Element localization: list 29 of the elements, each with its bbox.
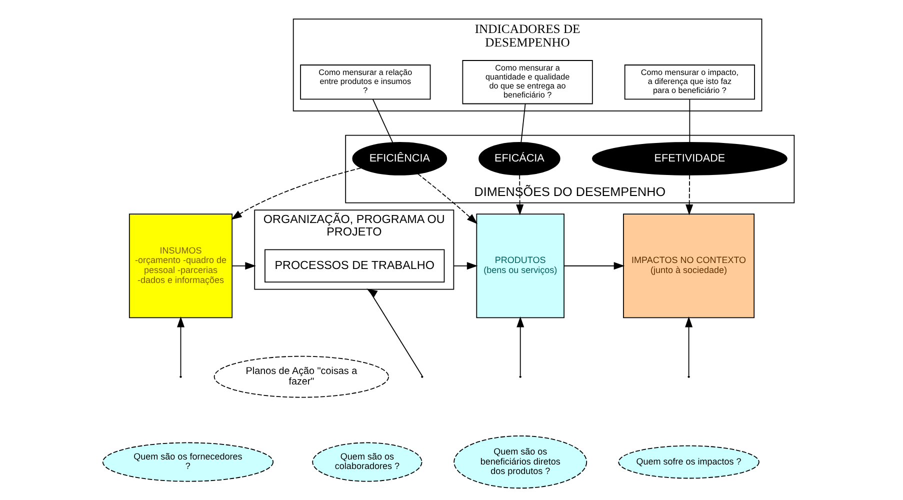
arrow [516,316,524,376]
node-ellipse: Quem são os colaboradores ? [312,442,422,482]
node-ellipse: Planos de Ação "coisas a fazer" [213,356,389,398]
node-box: PROCESSOS DE TRABALHO [264,249,444,283]
arrow [452,262,478,270]
node-box: PRODUTOS (bens ou serviços) [476,214,564,318]
arrow [684,316,692,376]
connector [688,98,690,143]
node-ellipse: EFETIVIDADE [591,142,787,176]
node-box: IMPACTOS NO CONTEXTO (junto à sociedade) [622,214,754,318]
node-box: INSUMOS -orçamento -quadro de pessoal -parcerias -dados e informações [128,214,232,318]
node-box: Como mensurar a quantidade e qualidade do que se entrega ao beneficiário ? [462,60,592,104]
arrow [416,173,478,224]
node-ellipse: EFICIÊNCIA [352,142,447,176]
node-box: Como mensurar o impacto, a diferença que isto faz para o beneficiário ? [624,64,754,100]
arrow [685,174,693,216]
node-ellipse: Quem são os fornecedores ? [102,442,274,482]
arrow [516,174,524,216]
node-ellipse: Quem sofre os impactos ? [618,445,759,479]
connector [372,98,393,144]
node-box: Como mensurar a relação entre produtos e insumos ? [300,64,430,100]
arrow [176,316,184,376]
node-ellipse: Quem são os beneficiários diretos dos produtos ? [453,435,587,489]
arrow [230,168,361,220]
arrow [366,288,422,376]
connector [520,103,526,143]
node-ellipse: EFICÁCIA [478,142,560,176]
arrow [231,262,256,270]
arrow [563,262,624,270]
